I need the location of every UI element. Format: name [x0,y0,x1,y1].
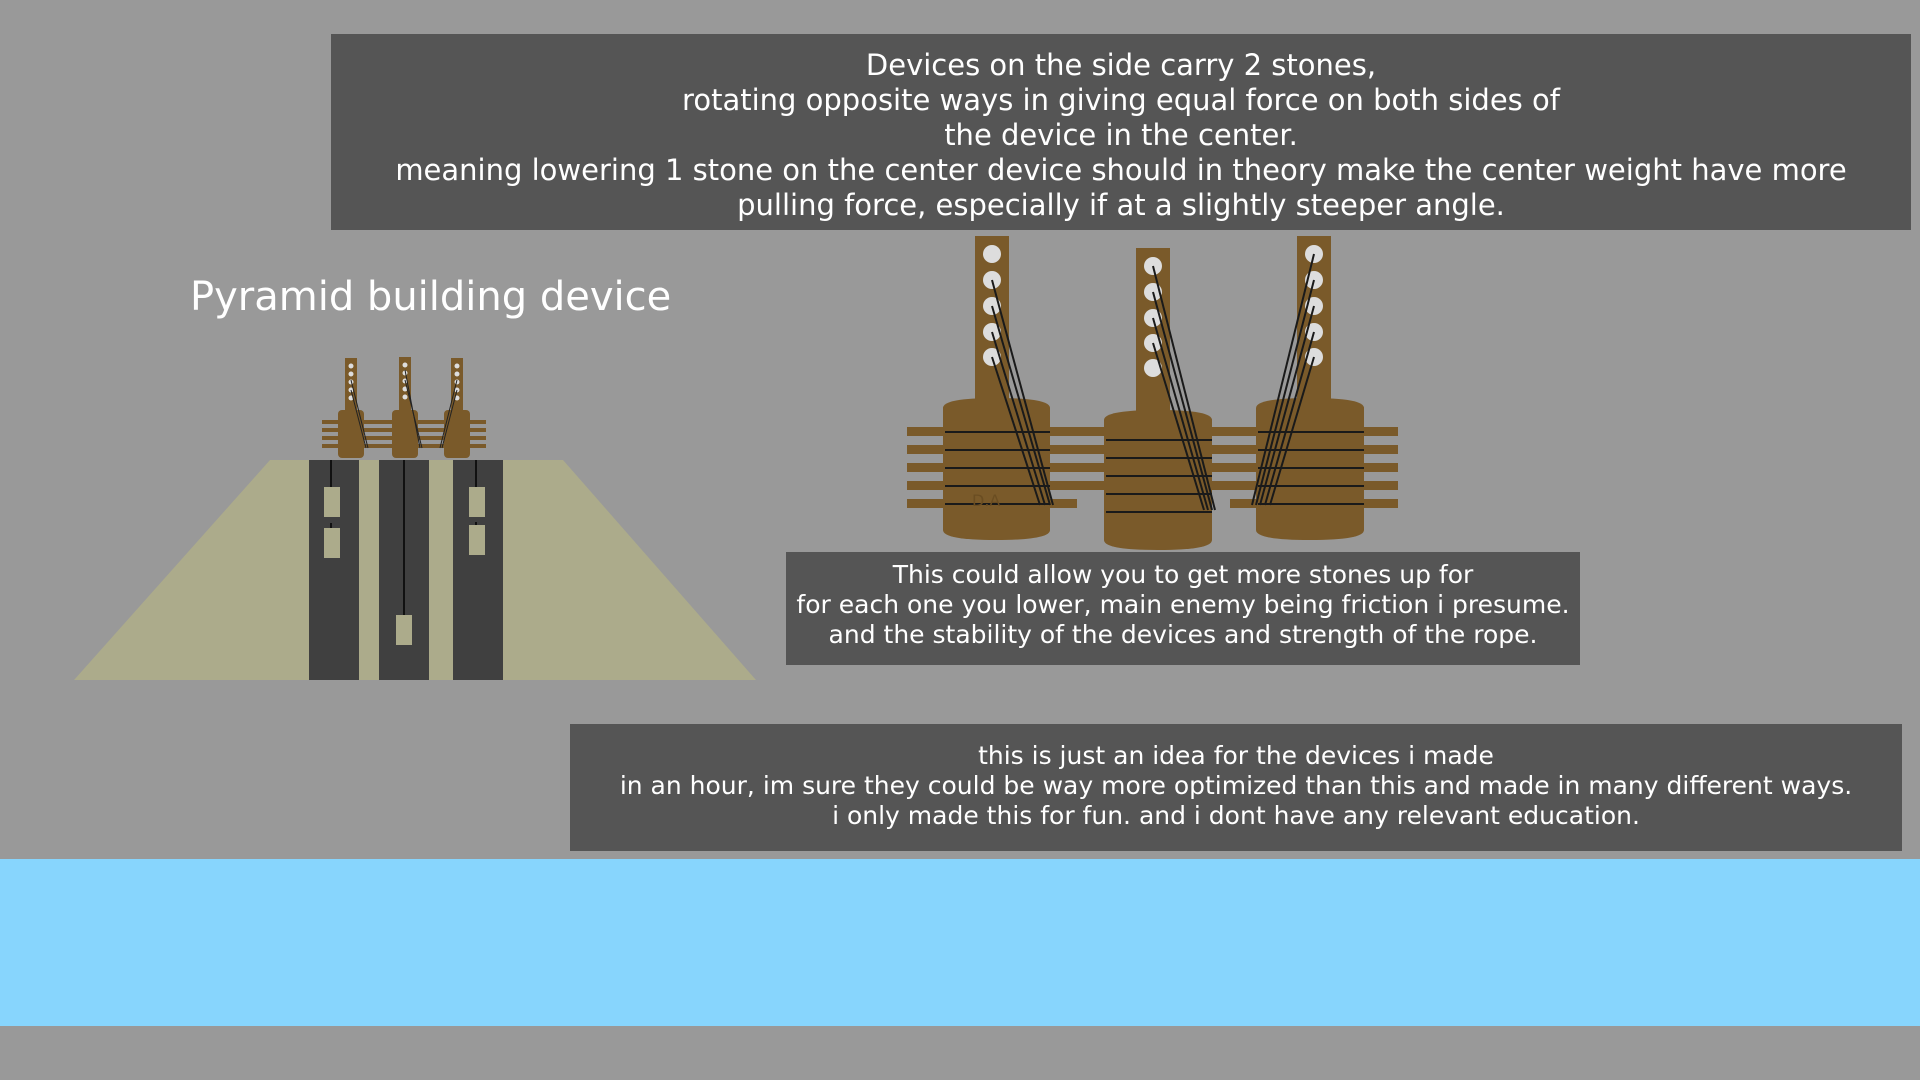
note-bottom-line-3: i only made this for fun. and i dont hav… [832,801,1640,830]
left-device: D.A [943,236,1054,540]
center-device [1104,248,1216,550]
center-device-ropes [1106,265,1216,513]
stone [469,487,485,517]
explanation-note-middle: This could allow you to get more stones … [786,552,1580,665]
stone [324,487,340,517]
pyramid-shafts [309,460,503,680]
explanation-note-bottom: this is just an idea for the devices i m… [570,724,1902,851]
note-top-line-1: Devices on the side carry 2 stones, [865,48,1377,82]
water-band [0,859,1920,1026]
left-device-ropes [945,279,1054,506]
right-device [1251,236,1364,540]
signature: D.A [972,491,1000,510]
note-top-line-3: the device in the center. [944,118,1298,152]
small-devices [322,357,486,458]
stone [396,615,412,645]
note-top-line-2: rotating opposite ways in giving equal f… [682,83,1560,117]
note-middle-line-2: for each one you lower, main enemy being… [796,590,1570,619]
note-middle-line-3: and the stability of the devices and str… [828,620,1538,649]
explanation-note-top: Devices on the side carry 2 stones, rota… [331,34,1911,230]
stone [469,525,485,555]
right-device-ropes [1251,253,1364,506]
shaft-stones [324,487,485,645]
center-device-pegs [1144,257,1162,377]
note-top-line-4: meaning lowering 1 stone on the center d… [395,153,1847,187]
note-bottom-line-2: in an hour, im sure they could be way mo… [619,771,1853,800]
stone [324,528,340,558]
note-middle-line-1: This could allow you to get more stones … [892,560,1474,589]
note-bottom-line-1: this is just an idea for the devices i m… [978,741,1494,770]
note-top-line-5: pulling force, especially if at a slight… [737,188,1505,222]
diagram-title: Pyramid building device [190,274,672,320]
